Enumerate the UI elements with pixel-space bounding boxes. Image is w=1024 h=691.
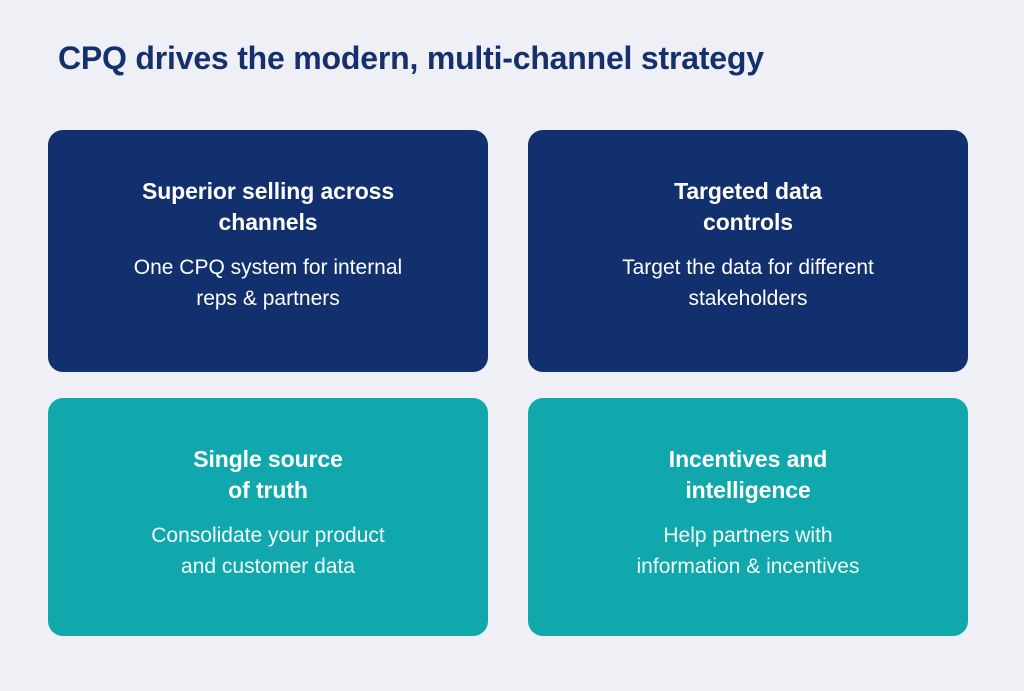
card-heading: Single source of truth — [193, 446, 343, 503]
page-title: CPQ drives the modern, multi-channel str… — [58, 40, 764, 76]
card-body: One CPQ system for internal reps & partn… — [133, 256, 403, 310]
card-superior-selling: Superior selling across channels One CPQ… — [48, 130, 488, 372]
card-body: Consolidate your product and customer da… — [151, 524, 385, 578]
card-heading: Superior selling across channels — [141, 178, 395, 235]
card-body: Target the data for different stakeholde… — [622, 256, 874, 310]
card-body: Help partners with information & incenti… — [636, 524, 860, 578]
card-heading: Incentives and intelligence — [668, 446, 828, 503]
card-grid: Superior selling across channels One CPQ… — [48, 130, 968, 636]
card-heading: Targeted data controls — [674, 178, 822, 235]
card-single-source-of-truth: Single source of truth Consolidate your … — [48, 398, 488, 636]
card-incentives-and-intelligence: Incentives and intelligence Help partner… — [528, 398, 968, 636]
card-targeted-data-controls: Targeted data controls Target the data f… — [528, 130, 968, 372]
